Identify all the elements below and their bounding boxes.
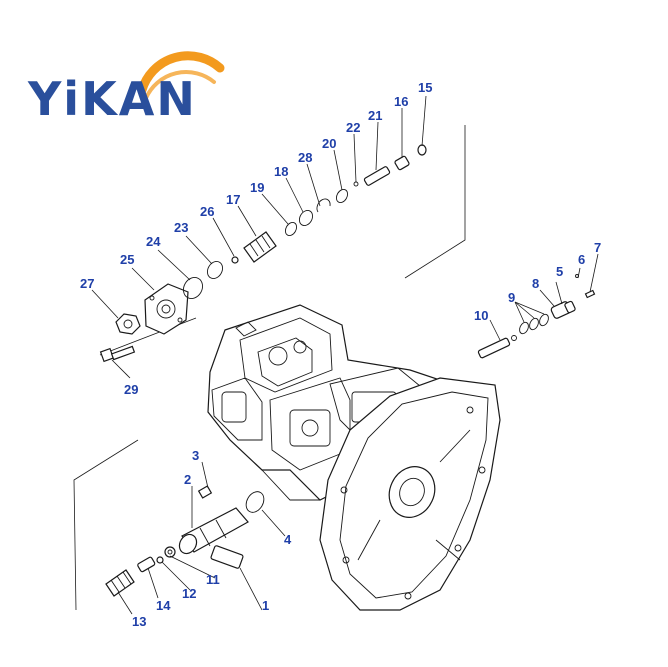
callout-22: 22 [346,120,360,135]
pin-3 [197,485,213,499]
flywheel-housing [319,377,501,611]
callout-15: 15 [418,80,432,95]
ring-18 [298,210,314,226]
callout-8: 8 [532,276,539,291]
o-ring-9b [529,317,539,331]
o-ring-24 [183,277,203,299]
leader-lines [91,95,599,615]
washer-12 [164,546,176,558]
key-1 [210,545,244,569]
screw-7 [584,289,596,299]
callout-29: 29 [124,382,138,397]
bolt-29 [99,345,136,363]
leader-9 [514,301,545,323]
plug-14 [137,556,156,573]
o-ring-15 [417,144,427,156]
ring-11 [156,556,164,564]
callout-24: 24 [146,234,161,249]
plug-16 [394,155,410,171]
ball-22 [353,181,359,187]
valve-cover-25 [144,283,189,335]
callout-7: 7 [594,240,601,255]
o-ring-9c [539,313,549,327]
callout-25: 25 [120,252,134,267]
callout-1: 1 [262,598,269,613]
callout-12: 12 [182,586,196,601]
callout-9: 9 [508,290,515,305]
guide-line-upper [404,125,466,279]
logo-arc-icon [137,51,225,100]
callout-20: 20 [322,136,336,151]
callout-19: 19 [250,180,264,195]
brand-logo: YiKAN [24,38,234,128]
plug-8 [550,300,576,319]
spring-13 [105,569,135,597]
callout-6: 6 [578,252,585,267]
callout-11: 11 [206,572,220,587]
washer-12-hole [167,549,173,555]
nut-27 [115,313,141,335]
callout-28: 28 [298,150,312,165]
callout-21: 21 [368,108,382,123]
callout-16: 16 [394,94,408,109]
ball-26 [231,256,239,264]
callout-23: 23 [174,220,188,235]
spool-10 [477,337,511,359]
callout-17: 17 [226,192,240,207]
o-ring-9a [519,321,529,335]
spool-2 [178,507,249,555]
callout-13: 13 [132,614,146,629]
guide-line-lower [73,439,139,611]
callout-3: 3 [192,448,199,463]
o-ring-4 [245,491,265,513]
brand-name: YiKAN [28,72,197,126]
ball-part [511,335,517,341]
callout-10: 10 [474,308,488,323]
piston-21 [363,166,391,186]
o-ring-23 [207,261,223,279]
callout-4: 4 [284,532,292,547]
snap-ring-28 [316,198,331,213]
o-ring-20 [335,188,349,204]
callout-2: 2 [184,472,191,487]
callout-26: 26 [200,204,214,219]
spring-17 [243,231,277,263]
o-ring-19 [284,221,298,237]
callout-18: 18 [274,164,288,179]
callout-14: 14 [156,598,171,613]
callout-27: 27 [80,276,94,291]
callout-5: 5 [556,264,563,279]
